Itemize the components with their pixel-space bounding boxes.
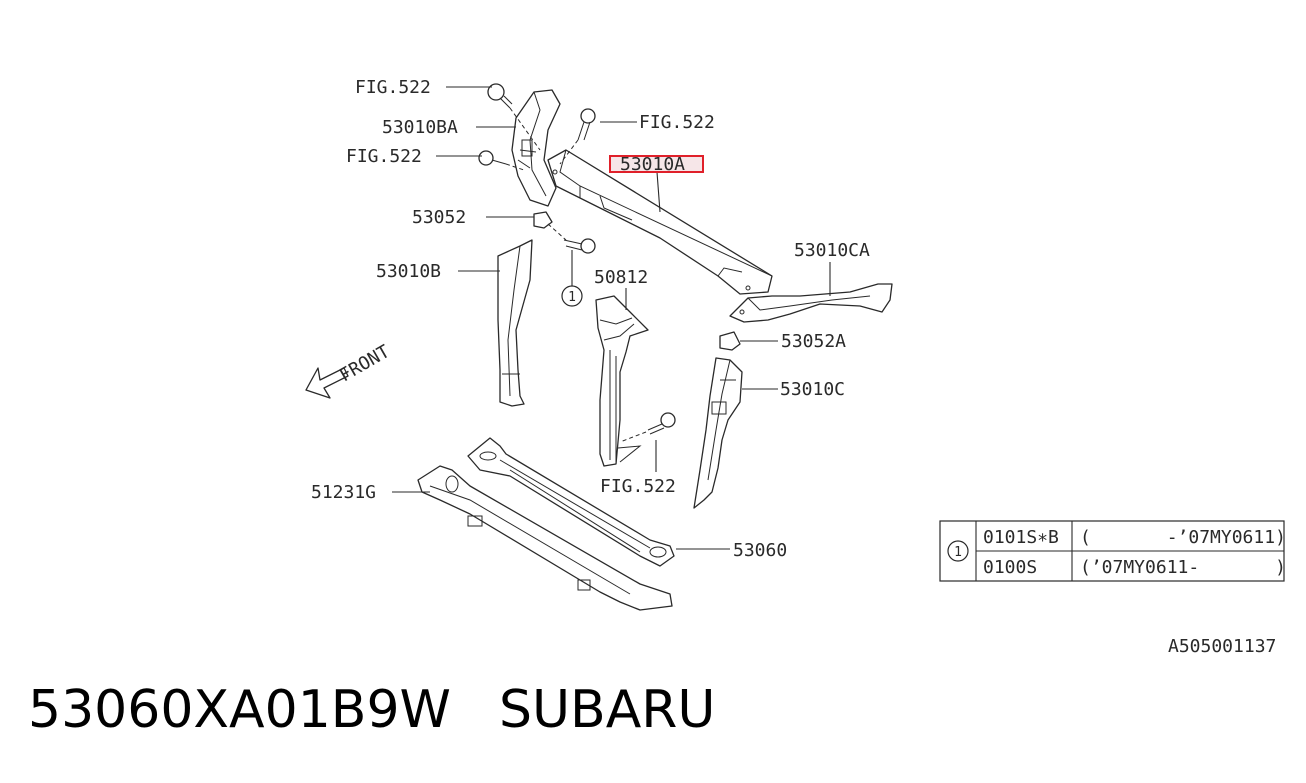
front-label: FRONT: [336, 341, 394, 386]
part-53010C-shape: [693, 357, 743, 509]
bolt-callout-1: [563, 238, 596, 254]
part-53010CA-shape: [729, 283, 893, 323]
brand-name: SUBARU: [498, 680, 716, 740]
table-row-2-range: (’07MY0611- ): [1080, 557, 1286, 578]
part-53060-shape: [467, 437, 675, 567]
label-53010BA: 53010BA: [382, 117, 458, 138]
clip-53052A: [719, 331, 741, 351]
label-fig522-top: FIG.522: [355, 77, 431, 98]
label-50812: 50812: [594, 267, 648, 288]
part-51231G-shape: [417, 465, 673, 611]
part-53010BA-shape: [511, 89, 561, 207]
part-50812-shape: [595, 295, 649, 467]
callout-1-text: 1: [568, 290, 576, 305]
table-row-2-part: 0100S: [983, 557, 1037, 578]
clip-53052: [533, 211, 553, 229]
table-row-1-part: 0101S∗B: [983, 527, 1059, 548]
bolt-fig522-bottom: [647, 412, 676, 435]
label-53010A: 53010A: [620, 154, 685, 175]
label-53060: 53060: [733, 540, 787, 561]
bolt-fig522-left: [478, 150, 507, 166]
label-fig522-left: FIG.522: [346, 146, 422, 167]
applicability-table: 1 0101S∗B ( -’07MY0611) 0100S (’07MY0611…: [939, 520, 1286, 582]
label-53010CA: 53010CA: [794, 240, 870, 261]
bolt-fig522-top: [487, 83, 513, 109]
part-53010A-shape: [547, 149, 773, 295]
table-callout-circle: [947, 540, 969, 562]
bolt-fig522-right: [577, 108, 596, 141]
label-fig522-bottom: FIG.522: [600, 476, 676, 497]
part-53010B-shape: [497, 239, 533, 407]
label-fig522-right: FIG.522: [639, 112, 715, 133]
front-arrow-icon: [305, 367, 349, 399]
highlight-box-53010A: [609, 155, 704, 173]
label-51231G: 51231G: [311, 482, 376, 503]
label-53052: 53052: [412, 207, 466, 228]
label-53010B: 53010B: [376, 261, 441, 282]
callout-1-circle: [561, 285, 583, 307]
table-row-1-range: ( -’07MY0611): [1080, 527, 1286, 548]
part-number: 53060XA01B9W: [28, 680, 451, 740]
table-callout-text: 1: [954, 545, 962, 560]
diagram-id: A505001137: [1168, 636, 1276, 657]
part-title: 53060XA01B9W SUBARU: [28, 680, 715, 740]
label-53052A: 53052A: [781, 331, 846, 352]
label-53010C: 53010C: [780, 379, 845, 400]
